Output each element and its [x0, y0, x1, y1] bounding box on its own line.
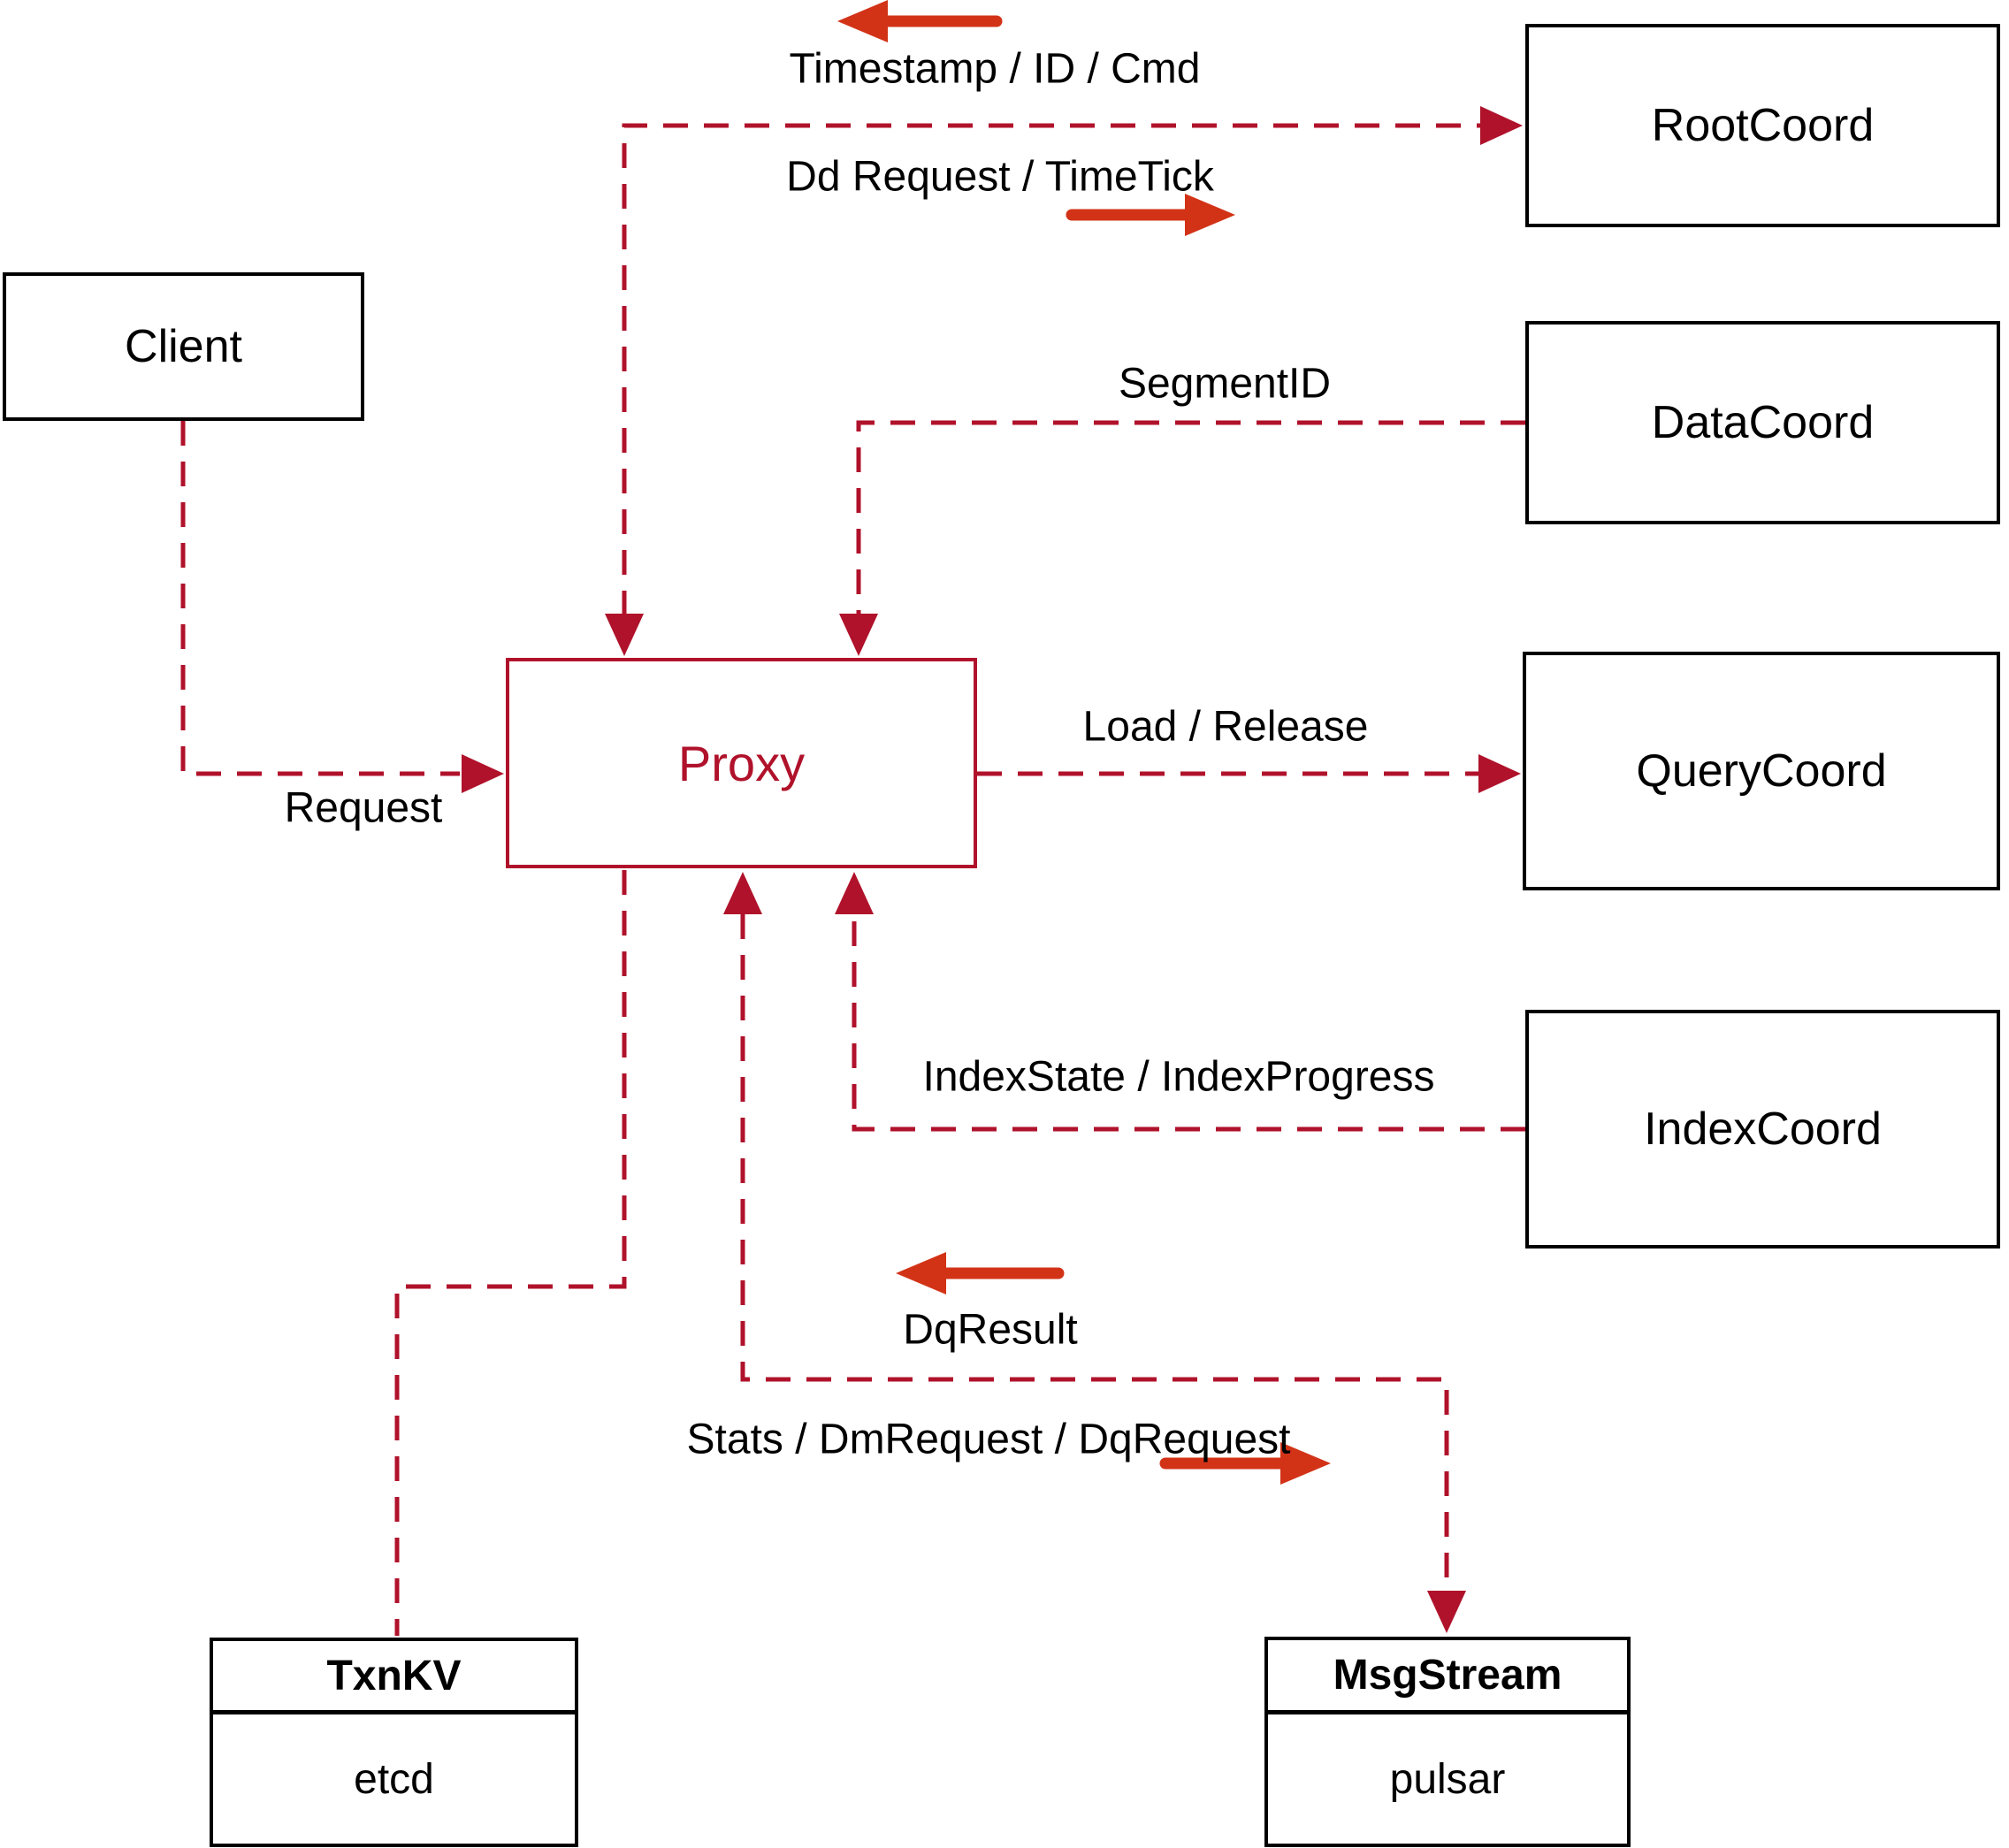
node-msgstream-title: MsgStream: [1268, 1640, 1627, 1714]
arrowhead-into-proxy-top-left-icon: [605, 614, 644, 656]
edge-label-timestamp-id-cmd: Timestamp / ID / Cmd: [789, 45, 1201, 93]
edge-label-dd-request-timetick: Dd Request / TimeTick: [786, 153, 1214, 201]
node-rootcoord-label: RootCoord: [1651, 100, 1875, 151]
arrowhead-into-rootcoord-icon: [1480, 106, 1523, 145]
arrowhead-into-querycoord-icon: [1478, 754, 1521, 793]
node-rootcoord: RootCoord: [1525, 24, 2000, 227]
node-client-label: Client: [125, 321, 242, 372]
edge-proxy-rootcoord: [622, 123, 1480, 615]
arrowhead-into-msgstream-icon: [1427, 1591, 1466, 1633]
node-msgstream-subtitle: pulsar: [1389, 1755, 1506, 1803]
edge-label-load-release: Load / Release: [1082, 703, 1369, 751]
arrowhead-into-proxy-top-right-icon: [839, 614, 878, 656]
node-datacoord-label: DataCoord: [1651, 397, 1875, 448]
edge-label-segment-id: SegmentID: [1118, 360, 1332, 408]
node-msgstream: MsgStream pulsar: [1264, 1637, 1631, 1847]
node-querycoord: QueryCoord: [1523, 652, 2000, 890]
node-txnkv-title: TxnKV: [213, 1641, 575, 1714]
direction-arrow-right-stats-icon: [1159, 1442, 1331, 1485]
edge-label-dq-result: DqResult: [903, 1306, 1078, 1354]
arrowhead-into-proxy-bottom-mid-icon: [723, 872, 762, 914]
edge-indexcoord-proxy: [852, 914, 1525, 1132]
edge-label-request: Request: [284, 784, 443, 832]
node-proxy: Proxy: [506, 658, 977, 868]
direction-arrow-left-dqresult-icon: [896, 1252, 1065, 1294]
edge-proxy-msgstream: [740, 914, 1449, 1589]
direction-arrow-right-ddrequest-icon: [1066, 194, 1235, 236]
node-indexcoord: IndexCoord: [1525, 1010, 2000, 1249]
arrowhead-into-proxy-left-icon: [462, 754, 504, 793]
node-indexcoord-label: IndexCoord: [1644, 1103, 1882, 1155]
node-client: Client: [3, 272, 364, 421]
edge-datacoord-proxy: [856, 420, 1525, 614]
direction-arrow-left-timestamp-icon: [837, 0, 1003, 42]
node-datacoord: DataCoord: [1525, 321, 2000, 524]
edge-proxy-txnkv: [394, 870, 627, 1636]
node-txnkv: TxnKV etcd: [210, 1638, 578, 1847]
node-querycoord-label: QueryCoord: [1636, 745, 1887, 797]
edge-label-stats-dm-dq: Stats / DmRequest / DqRequest: [686, 1416, 1291, 1463]
edge-client-proxy: [180, 421, 460, 776]
node-proxy-label: Proxy: [677, 735, 806, 791]
edge-label-index-state-progress: IndexState / IndexProgress: [922, 1053, 1435, 1101]
node-txnkv-subtitle: etcd: [354, 1755, 434, 1803]
arrowhead-into-proxy-bottom-right-icon: [835, 872, 874, 914]
